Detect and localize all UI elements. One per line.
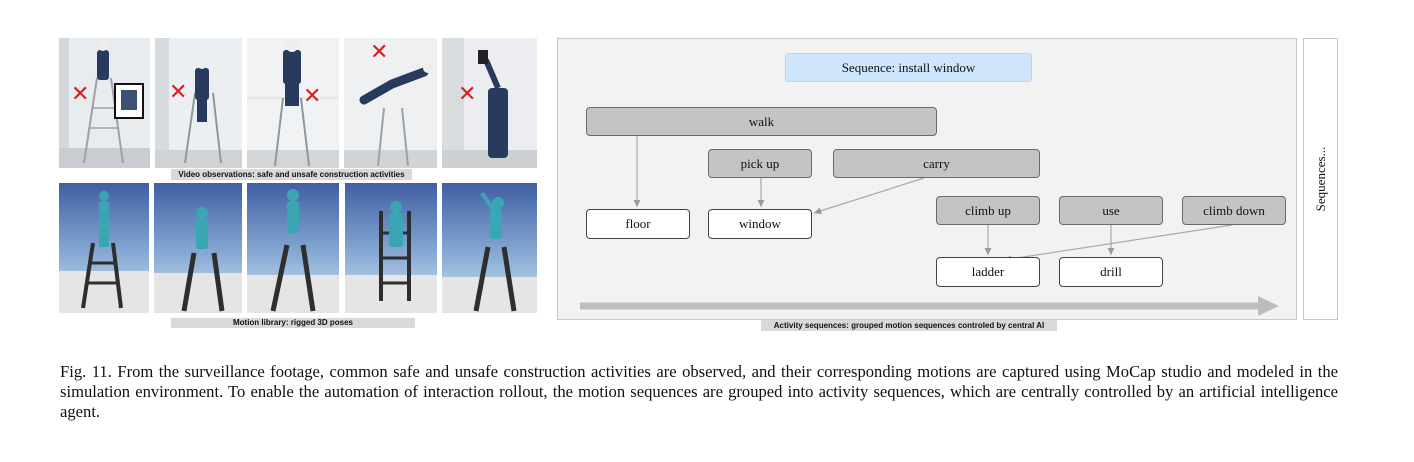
object-node-ladder[interactable]: ladder xyxy=(936,257,1040,287)
motion-node-use[interactable]: use xyxy=(1059,196,1163,225)
unsafe-marker-icon: ✕ xyxy=(169,80,188,105)
unsafe-marker-icon: ✕ xyxy=(71,82,90,107)
motion-node-pick-up[interactable]: pick up xyxy=(708,149,812,178)
unsafe-marker-icon: ✕ xyxy=(370,40,389,65)
motion-node-carry[interactable]: carry xyxy=(833,149,1040,178)
object-node-window[interactable]: window xyxy=(708,209,812,239)
figure-caption: Fig. 11. From the surveillance footage, … xyxy=(60,362,1338,421)
unsafe-marker-icon: ✕ xyxy=(303,84,322,109)
render-pose-5 xyxy=(442,183,537,313)
render-pose-3 xyxy=(247,183,339,313)
motion-node-walk[interactable]: walk xyxy=(586,107,937,136)
object-node-floor[interactable]: floor xyxy=(586,209,690,239)
more-sequences-panel: Sequences... xyxy=(1303,38,1338,320)
render-pose-1 xyxy=(59,183,149,313)
more-sequences-label: Sequences... xyxy=(1312,146,1328,212)
photo-observation-3: ✕ xyxy=(247,38,339,168)
motion-node-climb-up[interactable]: climb up xyxy=(936,196,1040,225)
object-node-drill[interactable]: drill xyxy=(1059,257,1163,287)
activity-sequence-panel xyxy=(557,38,1297,320)
motion-library-caption: Motion library: rigged 3D poses xyxy=(171,318,415,328)
photo-observation-2: ✕ xyxy=(155,38,242,168)
render-pose-4 xyxy=(345,183,437,313)
photo-observation-4: ✕ xyxy=(344,38,437,168)
activity-sequence-caption: Activity sequences: grouped motion seque… xyxy=(761,320,1057,331)
video-observation-caption: Video observations: safe and unsafe cons… xyxy=(171,169,412,180)
motion-node-climb-down[interactable]: climb down xyxy=(1182,196,1286,225)
photo-observation-1: ✕ xyxy=(59,38,150,168)
photo-observation-5: ✕ xyxy=(442,38,537,168)
sequence-title: Sequence: install window xyxy=(785,53,1032,82)
render-pose-2 xyxy=(154,183,242,313)
unsafe-marker-icon: ✕ xyxy=(458,82,477,107)
